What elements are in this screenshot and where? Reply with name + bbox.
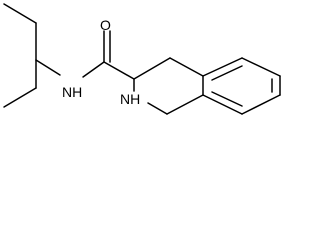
bond-c5-c6 xyxy=(241,57,281,77)
bond-c4-to-c4a xyxy=(169,57,204,77)
bond-c1-to-c8a xyxy=(166,94,204,115)
bond-amide-n-to-carbonyl xyxy=(82,61,105,78)
bond-ethyl-bottom-2 xyxy=(3,87,37,108)
bond-carbonyl-to-c3 xyxy=(103,61,135,80)
bond-c4a-c5 xyxy=(202,57,243,77)
bond-aromatic-inner-3 xyxy=(211,91,243,107)
structure-drawing: O NH NH xyxy=(3,3,281,115)
bond-ch-to-amide-n xyxy=(35,59,61,76)
bond-ethyl-top-1 xyxy=(3,3,37,24)
molecule-canvas: O NH NH xyxy=(3,3,281,115)
amide-nitrogen-label: NH xyxy=(62,84,82,100)
bond-c3-to-c4 xyxy=(133,57,171,80)
bond-n2-to-c1 xyxy=(147,102,168,115)
bond-aromatic-inner-1 xyxy=(211,65,243,81)
carbonyl-oxygen-label: O xyxy=(100,17,111,33)
bond-c7-c8 xyxy=(241,94,281,115)
ring-nitrogen-label: NH xyxy=(120,91,140,107)
bond-c8-c8a xyxy=(202,94,243,115)
